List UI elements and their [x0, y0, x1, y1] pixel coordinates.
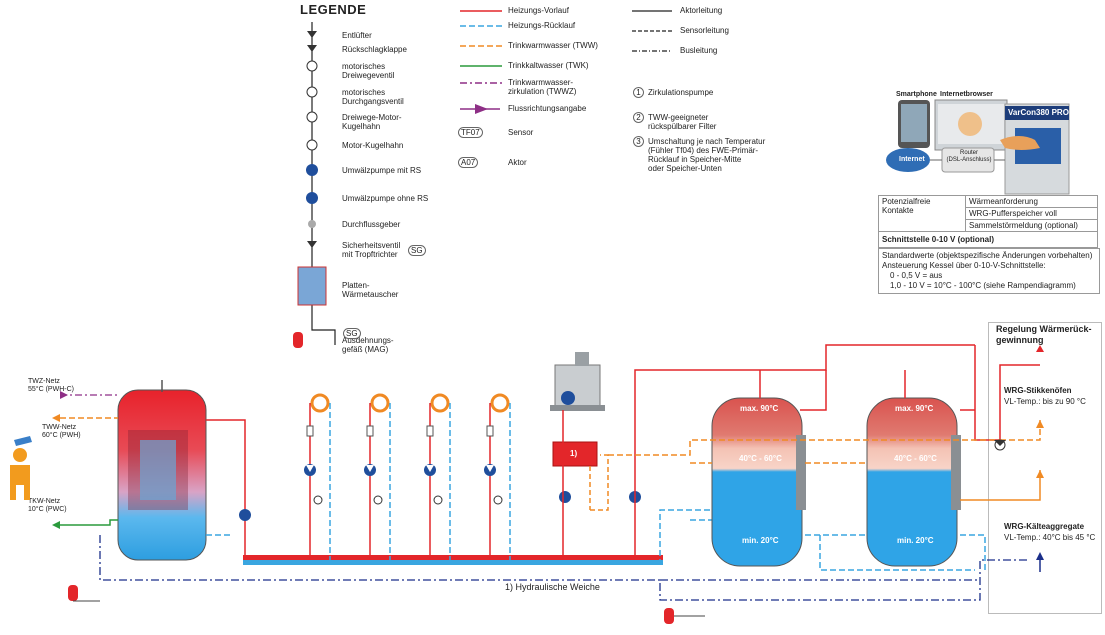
tank1-max: max. 90°C — [740, 404, 779, 413]
legend-symbol-icon — [306, 111, 318, 123]
standard-line: Ansteuerung Kessel über 0-10-V-Schnittst… — [882, 261, 1046, 270]
hydraulic-switch — [552, 441, 598, 467]
three-way-valve-icon — [994, 439, 1006, 451]
legend-symbol-icon — [306, 164, 318, 176]
consumer-circuit — [304, 393, 331, 565]
legend-symbol-label: Platten- Wärmetauscher — [342, 281, 399, 299]
legend-symbol-icon — [307, 31, 317, 38]
legend-symbol-label: Sicherheitsventil mit Tropftrichter — [342, 241, 401, 259]
stick-temp: VL-Temp.: bis zu 90 °C — [1004, 397, 1086, 406]
distributor-bar — [243, 555, 663, 565]
smartphone-label: Smartphone — [896, 91, 937, 98]
legend-badge: SG — [408, 245, 426, 256]
standard-line: 0 - 0,5 V = aus — [890, 271, 943, 280]
legend-note-label: TWW-geeigneter rückspülbarer Filter — [648, 113, 717, 131]
legend-line-label: Trinkwarmwasser- zirkulation (TWWZ) — [508, 78, 577, 96]
standard-values: Standardwerte (objektspezifische Änderun… — [878, 248, 1100, 294]
twz-label: TWZ-Netz 55°C (PWH-C) — [28, 378, 74, 393]
remote-access-illustration — [886, 99, 1070, 195]
tww-label: TWW-Netz 60°C (PWH) — [42, 424, 81, 439]
legend-symbol-label: Rückschlagklappe — [342, 45, 407, 54]
consumer-circuit — [424, 393, 451, 565]
legend-note-number: 1 — [633, 87, 644, 98]
legend-symbol-icon — [306, 60, 318, 72]
legend-symbol-label: Motor-Kugelhahn — [342, 141, 404, 150]
wrg-tank-2 — [866, 397, 961, 567]
kaelte-temp: VL-Temp.: 40°C bis 45 °C — [1004, 533, 1096, 542]
legend-line-label: Sensor — [508, 128, 534, 137]
legend-line-badge: A07 — [458, 157, 479, 168]
tank2-mid: 40°C - 60°C — [894, 454, 937, 463]
stick-title: WRG-Stikkenöfen — [1004, 386, 1072, 395]
legend-symbol-label: Umwälzpumpe mit RS — [342, 166, 422, 175]
standard-line: 1,0 - 10 V = 10°C - 100°C (siehe Rampend… — [890, 281, 1076, 290]
legend-title: LEGENDE — [300, 2, 367, 17]
product-label: VarCon380 PRO — [1008, 108, 1069, 117]
legend-note-number: 2 — [633, 112, 644, 123]
legend-line2-label: Busleitung — [680, 46, 718, 55]
legend-symbol-icon — [306, 192, 318, 204]
boiler-unit — [550, 352, 605, 411]
kaelte-title: WRG-Kälteaggregate — [1004, 522, 1085, 531]
legend-line-sample — [475, 104, 488, 114]
legend-symbol-icon — [297, 266, 327, 306]
internet-cloud-icon — [886, 148, 930, 172]
pump-icon — [239, 509, 251, 521]
legend-symbol-icon — [306, 139, 318, 151]
internet-label: Internet — [899, 156, 925, 163]
legend-line2-label: Aktorleitung — [680, 6, 723, 15]
legend-symbol-icon — [306, 86, 318, 98]
legend-symbol-label: motorisches Dreiwegeventil — [342, 62, 395, 80]
legend-line-badge: TF07 — [458, 127, 483, 138]
legend-badge: SG — [343, 328, 361, 339]
tank2-min: min. 20°C — [897, 536, 934, 545]
expansion-vessel-icon — [664, 608, 705, 624]
consumer-circuit — [484, 393, 511, 565]
browser-label: Internetbrowser — [940, 91, 993, 98]
bus-line — [99, 535, 1030, 601]
legend-symbol-icon — [293, 332, 303, 348]
legend-symbol-icon — [308, 220, 316, 228]
legend-line-label: Trinkwarmwasser (TWW) — [508, 41, 598, 50]
legend-symbol-icon — [307, 241, 317, 248]
tkw-label: TKW-Netz 10°C (PWC) — [28, 498, 67, 513]
weiche-caption: 1) Hydraulische Weiche — [505, 582, 600, 592]
expansion-vessel-icon — [68, 585, 100, 602]
legend-line2-label: Sensorleitung — [680, 26, 729, 35]
shower-person-icon — [10, 436, 32, 500]
legend-note-label: Umschaltung je nach Temperatur (Fühler T… — [648, 137, 766, 173]
regelung-title: Regelung Wärmerück- gewinnung — [996, 324, 1092, 345]
legend-line-label: Flussrichtungsangabe — [508, 104, 587, 113]
wrg-tank-1 — [711, 397, 806, 567]
legend-line-label: Heizungs-Rücklauf — [508, 21, 576, 30]
tank2-max: max. 90°C — [895, 404, 934, 413]
consumer-circuit — [364, 393, 391, 565]
legend-symbol-label: Umwälzpumpe ohne RS — [342, 194, 429, 203]
switch-label: 1) — [570, 449, 578, 458]
legend-line-label: Trinkkaltwasser (TWK) — [508, 61, 589, 70]
legend-symbol-label: Entlüfter — [342, 31, 372, 40]
legend-note-label: Zirkulationspumpe — [648, 88, 714, 97]
contacts-table: Potenzialfreie Kontakte Wärmeanforderung… — [878, 195, 1098, 248]
legend-symbol-label: Dreiwege-Motor- Kugelhahn — [342, 113, 402, 131]
legend-symbol-label: motorisches Durchgangsventil — [342, 88, 404, 106]
tww-storage-tank — [117, 380, 207, 561]
legend-line-label: Heizungs-Vorlauf — [508, 6, 569, 15]
pump-icon — [559, 491, 571, 503]
legend-symbol-label: Ausdehnungs- gefäß (MAG) — [342, 336, 394, 354]
tank1-min: min. 20°C — [742, 536, 779, 545]
legend-symbol-label: Durchflussgeber — [342, 220, 401, 229]
regelung-box — [988, 322, 1102, 614]
standard-line: Standardwerte (objektspezifische Änderun… — [882, 251, 1093, 260]
legend-line-label: Aktor — [508, 158, 527, 167]
router-label: Router (DSL-Anschluss) — [946, 150, 992, 163]
interface-label: Schnittstelle 0-10 V (optional) — [878, 231, 1098, 248]
legend-symbol-icon — [307, 45, 317, 52]
tank1-mid: 40°C - 60°C — [739, 454, 782, 463]
legend-note-number: 3 — [633, 136, 644, 147]
